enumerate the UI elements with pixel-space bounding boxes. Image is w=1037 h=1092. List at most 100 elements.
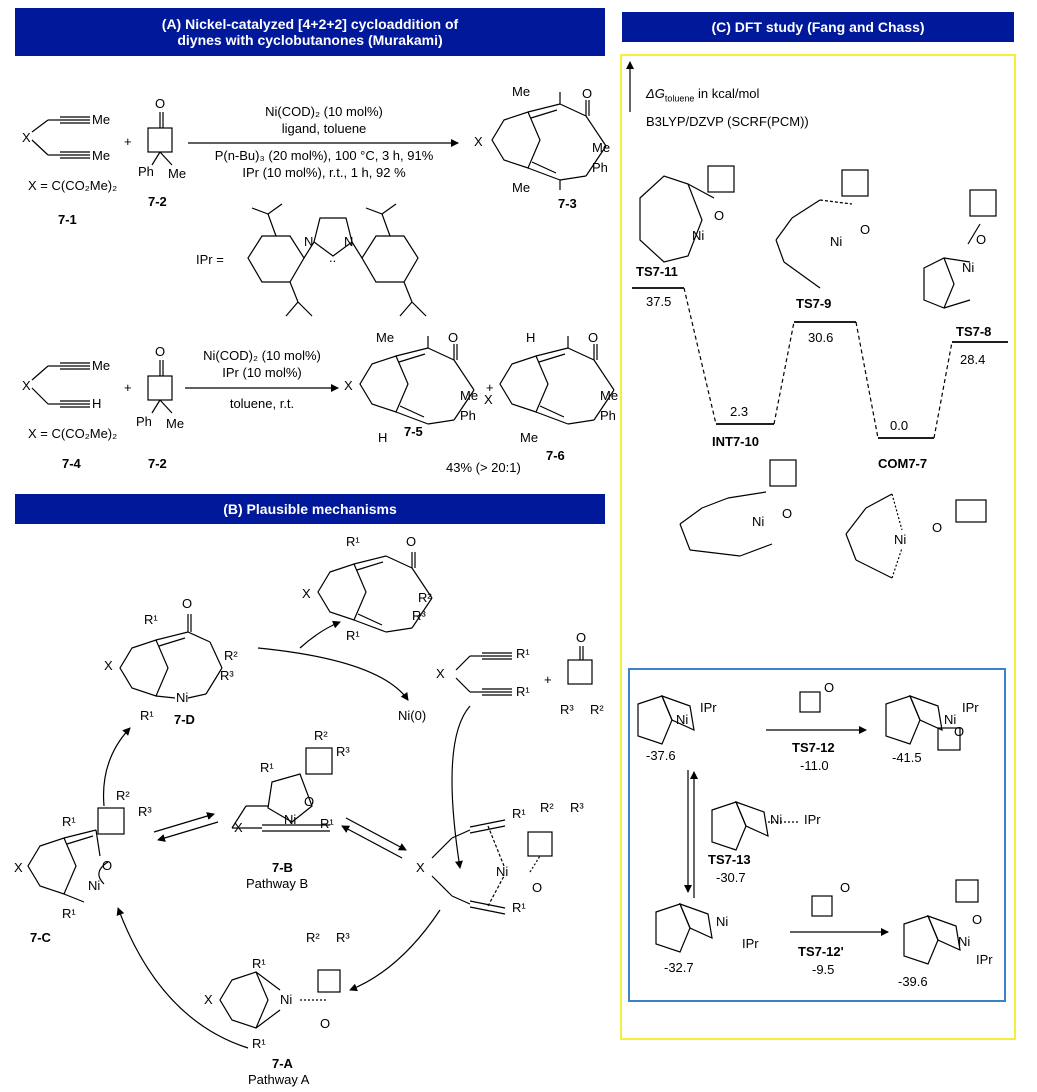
inset-product-1: [885, 694, 961, 751]
intermediate-7-A-structure: [219, 969, 341, 1029]
equilibrium-arrows-B-C: [153, 812, 219, 842]
ligand-ipr: IPr: [700, 700, 717, 715]
atom-me: Me: [92, 358, 111, 373]
atom-x: X: [104, 658, 113, 673]
atom-ni: Ni: [944, 712, 957, 727]
substituent-r1: R¹: [144, 612, 158, 627]
energy-value-ts7-13: -30.7: [716, 870, 746, 885]
atom-me: Me: [600, 388, 619, 403]
inset-frame: [628, 668, 1006, 1002]
arrow-7D-to-Ni0: [257, 647, 409, 701]
ligand-ipr: IPr: [804, 812, 821, 827]
atom-ph: Ph: [592, 160, 608, 175]
atom-ni: Ni: [496, 864, 509, 879]
species-label-ts7-11: TS7-11: [636, 264, 678, 279]
product-7-5-structure: [359, 336, 475, 425]
atom-h: H: [92, 396, 102, 411]
atom-o: O: [824, 680, 835, 695]
product-ring-structure: [317, 552, 433, 633]
atom-ni: Ni: [88, 878, 101, 893]
substituent-r1: R¹: [346, 534, 360, 549]
ligand-ipr: IPr: [742, 936, 759, 951]
substituent-r1: R¹: [512, 900, 526, 915]
cyclooctadienone-7-3-structure: [491, 92, 607, 190]
oxanickelacycle-7-C-structure: [27, 807, 125, 903]
selectivity-yield: 43% (> 20:1): [446, 460, 521, 475]
conditions-line-1: Ni(COD)₂ (10 mol%): [265, 104, 383, 119]
atom-o: O: [932, 520, 943, 535]
conditions-line-2: IPr (10 mol%): [222, 365, 302, 380]
substituent-r3: R³: [138, 804, 152, 819]
energy-value-ts7-9: 30.6: [808, 330, 834, 345]
atom-ni: Ni: [280, 992, 293, 1007]
atom-o: O: [182, 596, 193, 611]
conditions-line-3: toluene, r.t.: [229, 396, 295, 411]
atom-h: H: [526, 330, 536, 345]
energy-axis-label: ΔGtoluene in kcal/mol: [646, 86, 759, 107]
energy-value-int7-10: 2.3: [730, 404, 749, 419]
conditions-line-1: Ni(COD)₂ (10 mol%): [203, 348, 321, 363]
atom-x: X: [484, 392, 493, 407]
atom-ni: Ni: [284, 812, 297, 827]
nickelacycle-7-D-structure: [119, 614, 223, 699]
compound-label-7-3: 7-3: [558, 196, 577, 211]
atom-x: X: [22, 130, 31, 145]
int7-10-structure: [679, 459, 797, 557]
substituent-r1: R¹: [516, 684, 530, 699]
substituent-r1: R¹: [516, 646, 530, 661]
atom-x: X: [204, 992, 213, 1007]
plus-sign: +: [486, 380, 494, 395]
species-label-ts7-13: TS7-13: [708, 852, 751, 867]
atom-o: O: [576, 630, 587, 645]
substituent-r1: R¹: [346, 628, 360, 643]
substituent-r1: R¹: [252, 956, 266, 971]
plus-sign: +: [124, 380, 132, 395]
substituent-r1: R¹: [62, 906, 76, 921]
ligand-ipr: IPr: [976, 952, 993, 967]
arrow-to-complex: [451, 705, 471, 869]
delta-g-symbol: ΔG: [646, 86, 665, 101]
inset-product-2: [903, 879, 979, 965]
atom-me: Me: [376, 330, 395, 345]
substituent-r3: R³: [412, 608, 426, 623]
panel-c-title: (C) DFT study (Fang and Chass): [711, 19, 925, 35]
atom-me: Me: [512, 84, 531, 99]
cyclobutanone-7-2-structure: [147, 112, 173, 166]
ts7-11-structure: [639, 165, 735, 263]
plus-sign: +: [544, 672, 552, 687]
energy-value-ts7-8: 28.4: [960, 352, 986, 367]
atom-o: O: [782, 506, 793, 521]
substituent-r3: R³: [336, 930, 350, 945]
intermediate-label-7-B: 7-B: [272, 860, 293, 875]
conditions-line-4: IPr (10 mol%), r.t., 1 h, 92 %: [242, 165, 406, 180]
atom-o: O: [860, 222, 871, 237]
ipr-ligand-structure: [247, 203, 427, 317]
plus-sign: +: [124, 134, 132, 149]
intermediate-label-7-A: 7-A: [272, 1056, 293, 1071]
substituent-r2: R²: [590, 702, 604, 717]
atom-me: Me: [166, 416, 185, 431]
species-label-ts7-8: TS7-8: [956, 324, 992, 339]
complex-structure: [431, 819, 553, 915]
energy-value-p2: -39.6: [898, 974, 928, 989]
cyclobutanone-7-2b-structure: [147, 360, 173, 414]
atom-o: O: [155, 96, 166, 111]
atom-x: X: [436, 666, 445, 681]
atom-n: N: [344, 234, 354, 249]
nickel-zero: Ni(0): [398, 708, 427, 723]
inset-ts7-13: [711, 800, 800, 851]
atom-me: Me: [168, 166, 187, 181]
atom-o: O: [588, 330, 599, 345]
intermediate-label-7-C: 7-C: [30, 930, 51, 945]
panel-c-header: (C) DFT study (Fang and Chass): [622, 12, 1014, 42]
substituent-r2: R²: [540, 800, 554, 815]
atom-x: X: [234, 820, 243, 835]
atom-o: O: [972, 912, 983, 927]
compound-label-7-5: 7-5: [404, 424, 423, 439]
atom-ni: Ni: [676, 712, 689, 727]
substituent-r2: R²: [418, 590, 432, 605]
substituent-r3: R³: [570, 800, 584, 815]
atom-ni: Ni: [770, 812, 783, 827]
substituent-r1: R¹: [512, 806, 526, 821]
atom-o: O: [102, 858, 113, 873]
